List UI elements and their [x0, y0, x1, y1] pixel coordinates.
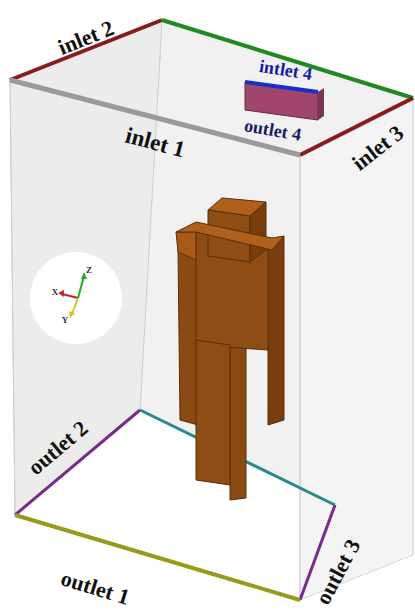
ceiling-unit-side [318, 88, 324, 120]
ceiling-unit [245, 82, 318, 120]
outlet-2-edge [15, 410, 140, 515]
human-figure [176, 198, 284, 500]
inlet-4-edge [245, 82, 318, 92]
axis-label: Z [86, 266, 92, 275]
left-wall [10, 20, 162, 515]
outlet-1-edge [15, 515, 300, 600]
axis-label: Y [62, 316, 69, 325]
right-wall [300, 98, 413, 600]
axis-widget [30, 252, 122, 344]
axis-label: X [52, 288, 59, 297]
outlet-label: outlet 1 [58, 567, 132, 609]
top-back-edge [162, 20, 413, 98]
